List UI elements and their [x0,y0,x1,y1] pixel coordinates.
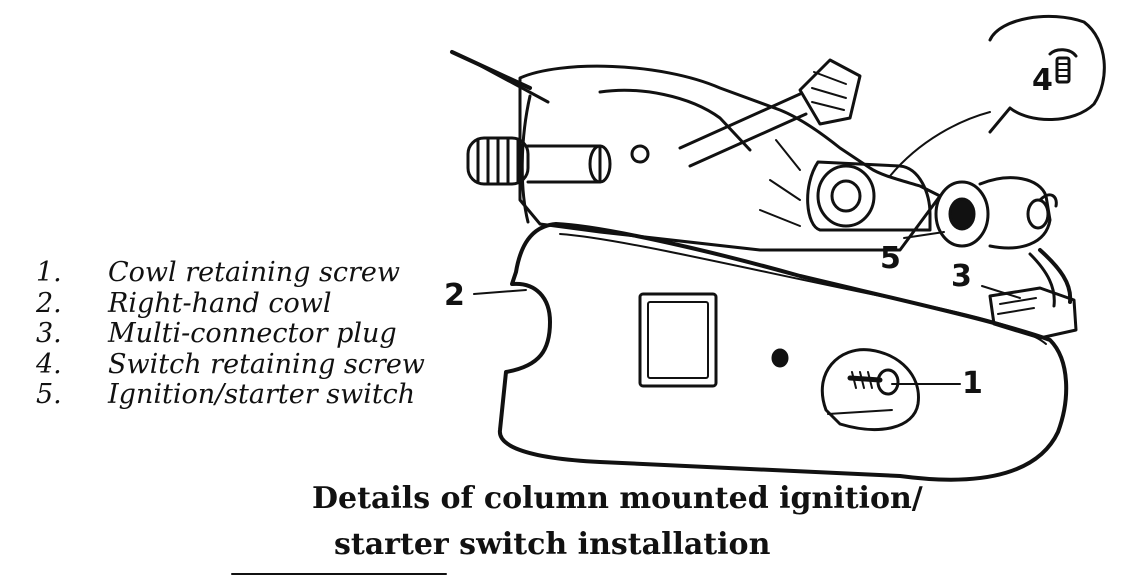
legend-number: 5. [36,379,62,410]
callout-5: 5 [880,241,901,276]
callout-2: 2 [444,278,465,313]
leader-line-3 [981,285,1021,299]
legend-number: 4. [36,348,62,380]
leader-line-5 [903,231,945,239]
legend-item: 2. Right-hand cowl [36,287,476,320]
legend-label: Ignition/starter switch [108,379,416,410]
legend-item: 4. Switch retaining screw [36,348,476,381]
legend-item: 1. Cowl retaining screw [36,258,476,289]
callout-3: 3 [951,259,972,294]
legend-number: 2. [36,287,62,319]
parts-legend: 1. Cowl retaining screw 2. Right-hand cowl… [36,258,476,411]
cowl-retaining-screw [847,368,900,396]
legend-label: Right-hand cowl [108,287,332,319]
callout-4: 4 [1032,63,1053,98]
ignition-lock-barrel [759,139,932,232]
figure-caption-line-2: starter switch installation [334,527,771,562]
figure-caption-line-1: Details of column mounted ignition/ [312,481,923,516]
legend-number: 3. [36,318,62,349]
legend-number: 1. [36,257,62,288]
legend-item: 3. Multi-connector plug [36,319,476,350]
legend-label: Switch retaining screw [108,348,425,380]
column-housing [518,64,942,252]
leader-line-2 [473,289,527,295]
callout-1: 1 [962,366,983,401]
steering-shaft [466,136,612,186]
right-hand-cowl [497,222,1069,482]
legend-label: Multi-connector plug [108,318,397,349]
multi-connector-plug [988,286,1078,340]
legend-item: 5. Ignition/starter switch [36,380,476,411]
switch-retaining-screw-detail [889,15,1106,177]
legend-label: Cowl retaining screw [108,257,400,288]
ignition-starter-switch [934,176,1058,250]
